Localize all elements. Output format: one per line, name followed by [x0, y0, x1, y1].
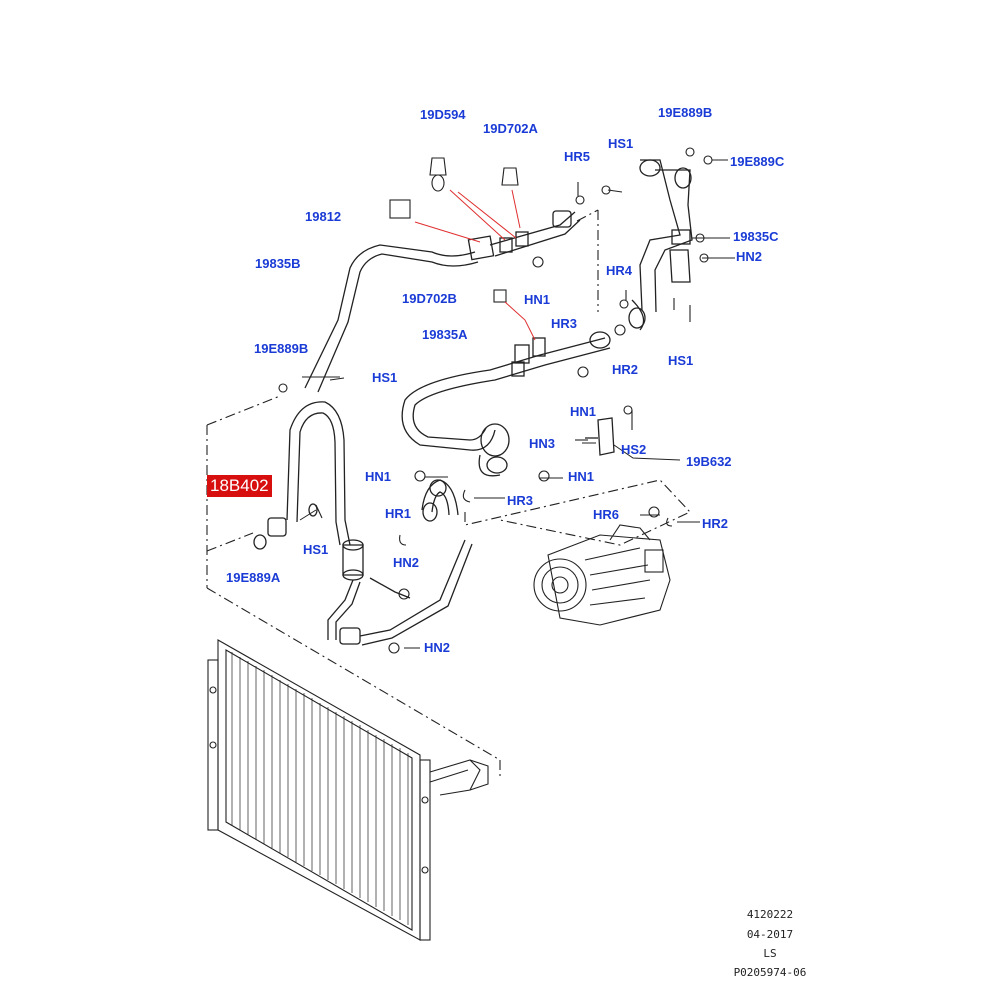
label-HN2-middle[interactable]: HN2 — [393, 555, 420, 570]
boundary-lines — [206, 209, 691, 780]
label-19E889B-left[interactable]: 19E889B — [254, 341, 309, 356]
footer-line-4: P0205974-06 — [733, 966, 807, 979]
label-HN1-left[interactable]: HN1 — [365, 469, 392, 484]
label-HR4[interactable]: HR4 — [606, 263, 633, 278]
label-HS1-left[interactable]: HS1 — [372, 370, 398, 385]
label-19E889B-top[interactable]: 19E889B — [658, 105, 713, 120]
label-19B632[interactable]: 19B632 — [686, 454, 732, 469]
label-19E889C[interactable]: 19E889C — [730, 154, 785, 169]
label-19812[interactable]: 19812 — [305, 209, 342, 224]
label-HN3[interactable]: HN3 — [529, 436, 556, 451]
label-HR2-lower[interactable]: HR2 — [702, 516, 729, 531]
label-HS2[interactable]: HS2 — [621, 442, 647, 457]
condenser — [207, 639, 489, 941]
bracket-19B632 — [585, 417, 615, 456]
label-HR2-upper[interactable]: HR2 — [612, 362, 639, 377]
hose-19835A — [401, 331, 611, 477]
footer-line-1: 4120222 — [746, 908, 794, 921]
footer-line-2: 04-2017 — [746, 928, 794, 941]
leader-lines — [299, 159, 735, 649]
label-HN1-right[interactable]: HN1 — [568, 469, 595, 484]
label-19835B[interactable]: 19835B — [255, 256, 301, 271]
label-HN1-upper[interactable]: HN1 — [524, 292, 551, 307]
label-HS1-lower[interactable]: HS1 — [303, 542, 329, 557]
hose-19835C — [628, 159, 693, 331]
footer-line-3: LS — [763, 947, 777, 960]
label-HR3-upper[interactable]: HR3 — [551, 316, 578, 331]
label-HR6[interactable]: HR6 — [593, 507, 620, 522]
label-19D594[interactable]: 19D594 — [420, 107, 466, 122]
label-19E889A[interactable]: 19E889A — [226, 570, 281, 585]
label-HN2-lower[interactable]: HN2 — [424, 640, 451, 655]
label-HN2-right[interactable]: HN2 — [736, 249, 763, 264]
label-HR1[interactable]: HR1 — [385, 506, 412, 521]
label-HS1-top[interactable]: HS1 — [608, 136, 634, 151]
label-19D702A[interactable]: 19D702A — [483, 121, 538, 136]
pointer-lines — [414, 189, 536, 341]
fasteners — [278, 147, 713, 654]
label-19835C[interactable]: 19835C — [733, 229, 779, 244]
label-HR3-lower[interactable]: HR3 — [507, 493, 534, 508]
compressor — [533, 524, 671, 626]
hose-19835B — [304, 210, 581, 393]
label-HN1-middle[interactable]: HN1 — [570, 404, 597, 419]
highlight-label-18B402[interactable]: 18B402 — [207, 475, 272, 497]
label-19835A[interactable]: 19835A — [422, 327, 468, 342]
label-HR5[interactable]: HR5 — [564, 149, 591, 164]
hose-connector — [421, 479, 459, 522]
label-HS1-right[interactable]: HS1 — [668, 353, 694, 368]
hose-18B402 — [253, 401, 473, 646]
label-19D702B[interactable]: 19D702B — [402, 291, 457, 306]
